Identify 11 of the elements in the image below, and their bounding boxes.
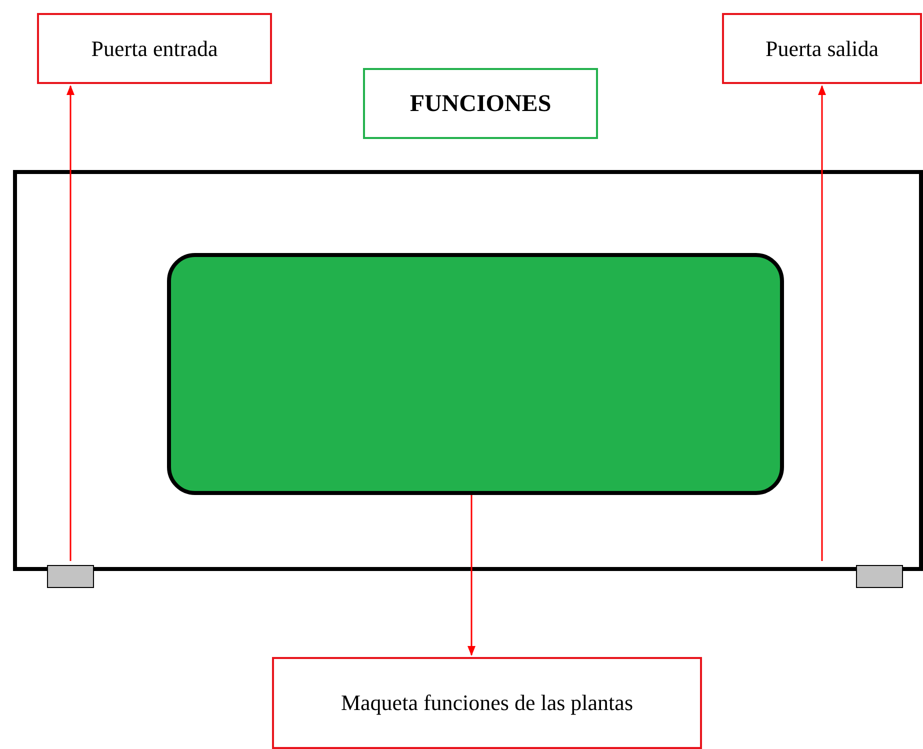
label-box: Puerta salida bbox=[722, 13, 922, 84]
label-box: Maqueta funciones de las plantas bbox=[272, 657, 702, 749]
arrow bbox=[66, 85, 74, 561]
arrow bbox=[468, 495, 476, 656]
model-panel bbox=[167, 253, 784, 495]
label-box: FUNCIONES bbox=[363, 68, 598, 139]
door-block bbox=[856, 565, 903, 588]
arrow bbox=[818, 85, 826, 561]
door-block bbox=[47, 565, 94, 588]
label-box: Puerta entrada bbox=[37, 13, 272, 84]
room-outline bbox=[13, 170, 923, 571]
